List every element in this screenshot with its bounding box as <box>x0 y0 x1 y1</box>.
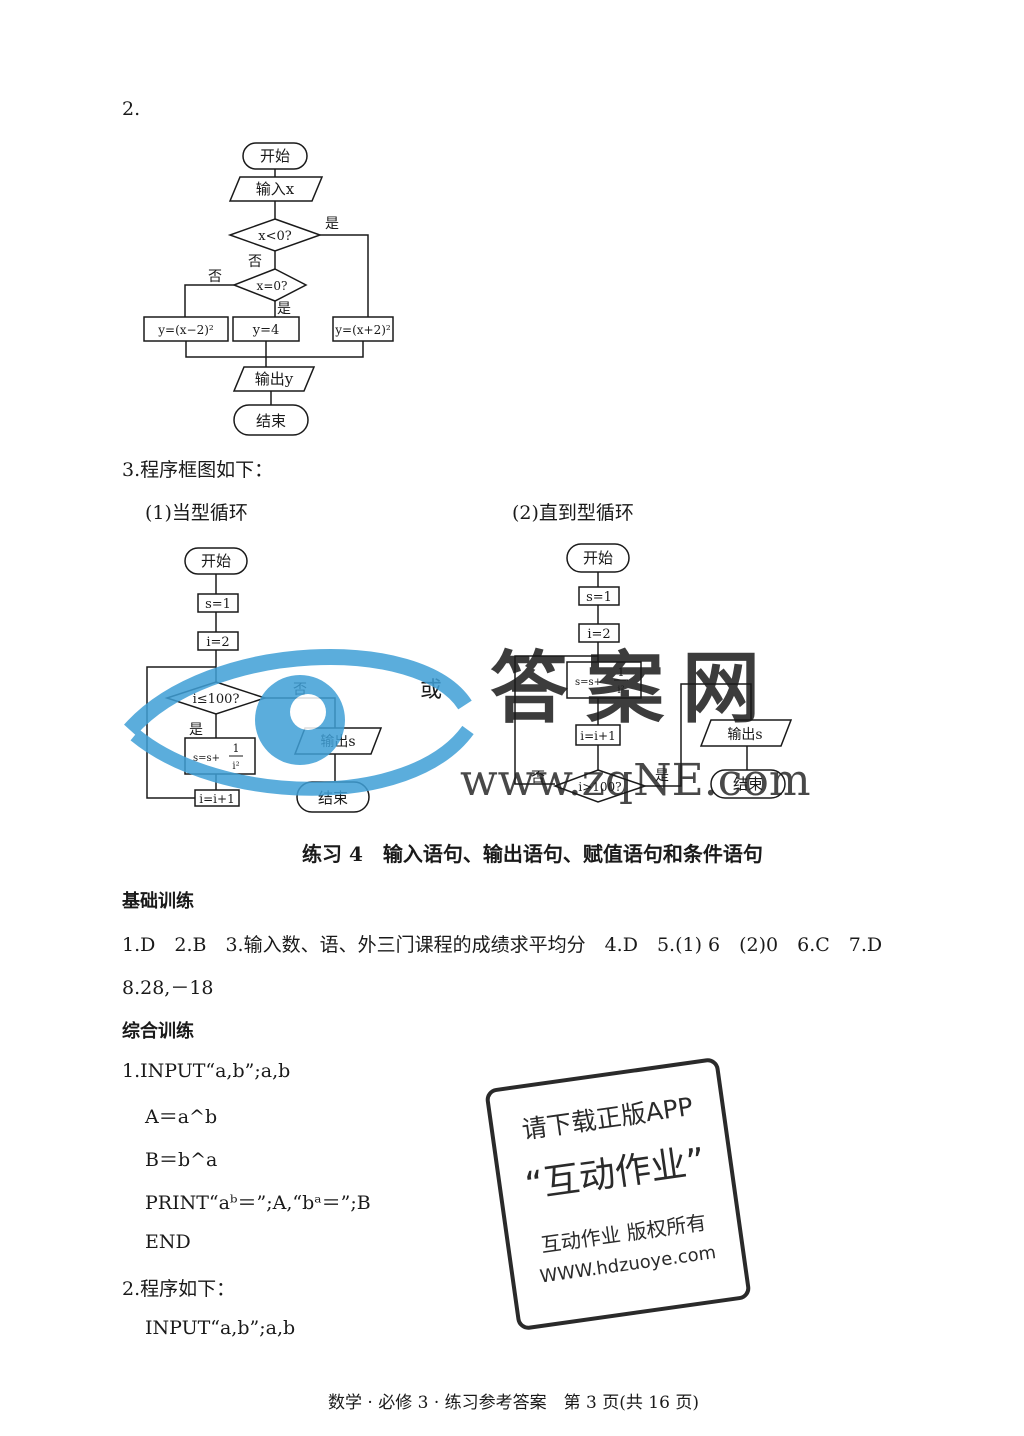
comp-line: 2.程序如下： <box>122 1278 236 1300</box>
section-title: 练习 4 输入语句、输出语句、赋值语句和条件语句 <box>302 842 763 866</box>
loop1-frac-num: 1 <box>233 742 240 755</box>
comp-line: END <box>145 1231 191 1253</box>
basic-line1: 1.D 2.B 3.输入数、语、外三门课程的成绩求平均分 4.D 5.(1) 6… <box>122 934 883 956</box>
loop2-i-init-text: i=2 <box>587 627 610 642</box>
flow-end <box>233 404 309 436</box>
loop1-s-init <box>197 593 239 613</box>
comp-heading: 综合训练 <box>122 1021 194 1042</box>
flow-output-text: 输出y <box>255 370 294 388</box>
flow-box-right <box>332 316 394 342</box>
loop2-end-text: 结束 <box>733 775 763 793</box>
flow-box-mid-text: y=4 <box>252 323 280 338</box>
loop2-s-init-text: s=1 <box>586 590 612 605</box>
loop2-inc-text: i=i+1 <box>580 729 615 743</box>
flow-cond2-yes: 是 <box>277 301 291 317</box>
loop2-cond <box>552 769 648 803</box>
flow-cond2-no: 否 <box>208 269 222 285</box>
flow-box-left-text: y=(x−2)² <box>157 323 214 337</box>
loop1-frac-den: i² <box>232 761 239 772</box>
loop2-end <box>710 769 786 799</box>
loop1-cond-text: i≤100? <box>193 692 240 707</box>
loop1-i-init-text: i=2 <box>206 635 229 650</box>
flow-end-text: 结束 <box>256 412 286 430</box>
loop1-flowchart: 开始 s=1 i=2 i≤100? 否 是 s=s+ 1 i² i=i+1 输出… <box>146 547 383 813</box>
loop2-update-text: s=s+ <box>575 677 602 688</box>
loop1-s-init-text: s=1 <box>205 597 231 612</box>
loop2-flowchart: 开始 s=1 i=2 s=s+ 1 i² i=i+1 i>100? 否 是 输出… <box>514 543 793 803</box>
loop1-no: 否 <box>293 682 307 698</box>
loop1-output-text: 输出s <box>320 734 355 750</box>
page-footer: 数学 · 必修 3 · 练习参考答案 第 3 页(共 16 页) <box>328 1393 699 1413</box>
loop2-update <box>566 661 642 699</box>
comp-line: PRINT“aᵇ＝”;A,“bᵃ＝”;B <box>145 1192 371 1214</box>
flow-output <box>232 366 316 392</box>
loop2-frac-den: i² <box>617 685 624 696</box>
comp-line: INPUT“a,b”;a,b <box>145 1317 296 1339</box>
loop1-yes: 是 <box>189 722 203 738</box>
loop2-title: (2)直到型循环 <box>512 502 634 524</box>
or-text: 或 <box>420 678 443 703</box>
loop1-title: (1)当型循环 <box>145 502 248 524</box>
flow-box-right-text: y=(x+2)² <box>334 323 391 337</box>
loop1-end-text: 结束 <box>318 789 348 807</box>
flow-cond1-text: x<0? <box>258 229 291 244</box>
basic-heading: 基础训练 <box>122 891 194 912</box>
q3-heading: 3.程序框图如下： <box>122 459 274 481</box>
flow-cond2-text: x=0? <box>257 279 288 293</box>
comp-line: B＝b^a <box>145 1149 218 1171</box>
basic-line2: 8.28,－18 <box>122 977 214 999</box>
copyright-stamp: 请下载正版APP “互动作业” 互动作业 版权所有 WWW.hdzuoye.co… <box>484 1056 752 1332</box>
flow-box-left <box>143 316 229 342</box>
loop2-output <box>699 719 793 747</box>
flow-cond1-yes: 是 <box>325 216 339 232</box>
loop1-inc-text: i=i+1 <box>199 792 234 806</box>
q2-label: 2. <box>122 98 141 120</box>
loop1-update-text: s=s+ <box>193 753 220 764</box>
loop2-no: 否 <box>531 770 545 786</box>
loop2-start-text: 开始 <box>583 549 613 567</box>
flow-input-text: 输入x <box>256 180 295 198</box>
loop2-output-text: 输出s <box>727 727 762 743</box>
loop1-start-text: 开始 <box>201 552 231 570</box>
loop2-frac-num: 1 <box>618 666 625 679</box>
loop2-cond-text: i>100? <box>578 780 621 794</box>
q2-flowchart: 开始 输入x x<0? 是 否 x=0? 否 是 y=(x−2)² y=4 y=… <box>143 142 394 436</box>
loop2-yes: 是 <box>655 768 669 784</box>
flow-input <box>228 176 324 202</box>
comp-line: A＝a^b <box>145 1106 218 1128</box>
flow-start-text: 开始 <box>260 147 290 165</box>
flow-cond1-no: 否 <box>248 254 262 270</box>
comp-line: 1.INPUT“a,b”;a,b <box>122 1060 291 1082</box>
loop2-i-init <box>578 623 620 643</box>
loop2-s-init <box>578 586 620 606</box>
